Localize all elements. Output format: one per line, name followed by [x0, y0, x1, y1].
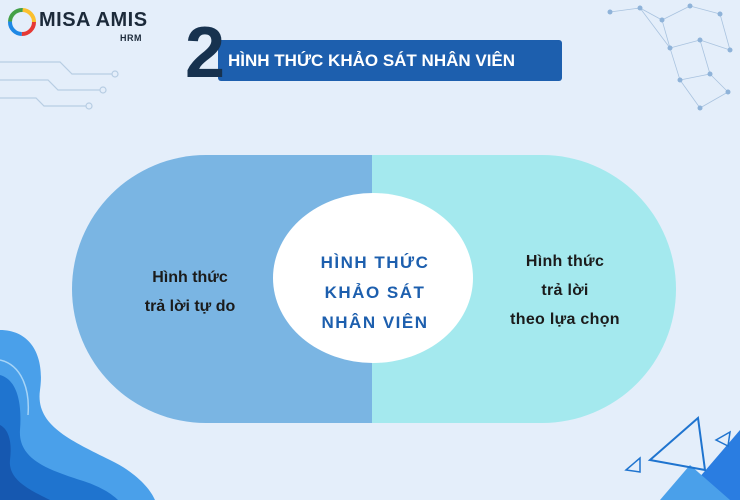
triangle-decoration [624, 416, 740, 500]
center-line-1: HÌNH THỨC [320, 253, 430, 272]
right-line-2: trả lời [541, 282, 589, 299]
left-line-1: Hình thức [152, 269, 228, 286]
wave-decoration [0, 330, 155, 500]
page-title: HÌNH THỨC KHẢO SÁT NHÂN VIÊN [228, 51, 516, 70]
title-banner [218, 40, 562, 81]
center-title: HÌNH THỨC KHẢO SÁT NHÂN VIÊN [300, 248, 450, 338]
center-line-2: KHẢO SÁT [324, 283, 426, 302]
right-line-3: theo lựa chọn [510, 311, 620, 328]
brand-name: MISA AMIS [39, 9, 148, 31]
right-line-1: Hình thức [525, 253, 605, 270]
brand-subtitle: HRM [120, 33, 142, 43]
center-circle [273, 193, 473, 363]
survey-capsule [72, 155, 676, 423]
free-response-label: Hình thức trả lời tự do [100, 263, 280, 321]
multiple-choice-label: Hình thức trả lời theo lựa chọn [470, 247, 660, 334]
misa-logo-icon [8, 8, 36, 36]
brand-logo: MISA AMIS HRM [8, 6, 148, 46]
left-line-2: trả lời tự do [144, 298, 236, 315]
section-number: 2 [184, 13, 226, 93]
network-decoration [607, 3, 733, 111]
circuit-decoration [0, 61, 119, 110]
center-line-3: NHÂN VIÊN [321, 313, 429, 332]
